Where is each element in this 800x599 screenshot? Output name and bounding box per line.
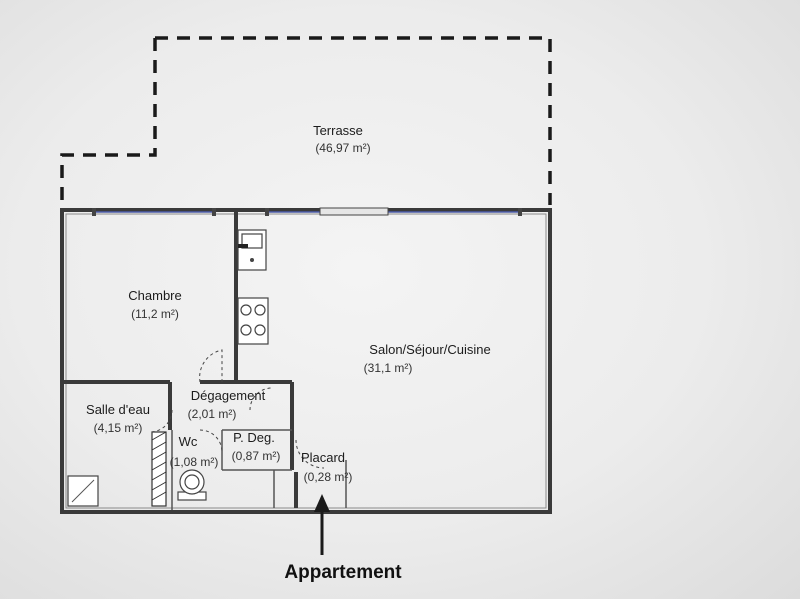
placard-name: Placard [301, 450, 345, 465]
terrace-outline [60, 36, 552, 205]
door-swings [149, 349, 325, 469]
salle-eau-area: (4,15 m²) [94, 421, 143, 435]
terrasse-name: Terrasse [313, 123, 363, 138]
top-windows [92, 207, 522, 216]
chambre-area: (11,2 m²) [131, 307, 179, 321]
salle-eau-name: Salle d'eau [86, 402, 150, 417]
chambre-name: Chambre [128, 288, 181, 303]
placard-area: (0,28 m²) [304, 470, 353, 484]
kitchen-sink [237, 229, 267, 271]
terrasse-area: (46,97 m²) [315, 141, 370, 155]
degagement-area: (2,01 m²) [188, 407, 237, 421]
entrance-arrow [314, 494, 330, 555]
cooktop [237, 297, 269, 345]
plan-title: Appartement [284, 562, 402, 583]
technical-duct [151, 431, 167, 507]
wc-name: Wc [179, 434, 198, 449]
salon-area: (31,1 m²) [364, 361, 413, 375]
exterior-walls [60, 208, 552, 514]
wc-area: (1,08 m²) [170, 455, 219, 469]
salon-name: Salon/Séjour/Cuisine [369, 342, 490, 357]
p-deg-area: (0,87 m²) [232, 449, 281, 463]
toilet-fixture [177, 469, 207, 501]
p-deg-name: P. Deg. [233, 430, 275, 445]
degagement-name: Dégagement [191, 388, 266, 403]
shower-tray [67, 475, 99, 507]
